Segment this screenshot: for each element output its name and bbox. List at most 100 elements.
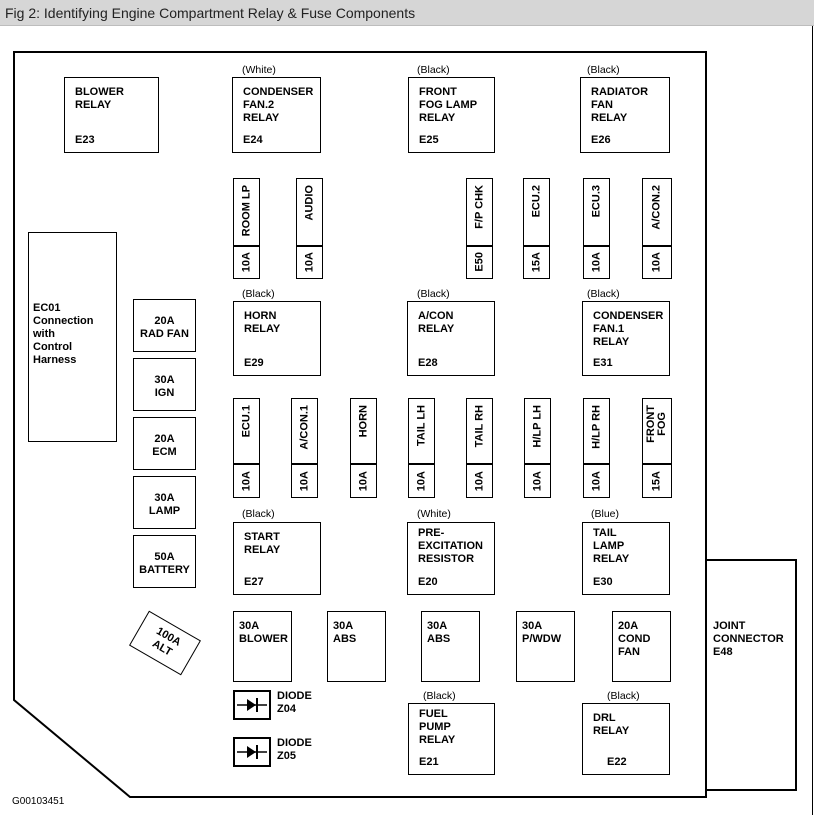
fuse-tail-rh[interactable]: TAIL RH 10A: [466, 398, 493, 498]
relay-front-fog-lamp[interactable]: FRONT FOG LAMP RELAY E25: [408, 77, 495, 153]
fuse-20a-cond-fan[interactable]: 20A COND FAN: [612, 611, 671, 682]
relay-start[interactable]: START RELAY E27: [233, 522, 321, 595]
relay-tail-lamp[interactable]: TAIL LAMP RELAY E30: [582, 522, 670, 595]
relay-label: TAIL LAMP RELAY: [593, 527, 630, 565]
fuse-amp: 10A: [240, 251, 252, 272]
fuse-divider: [467, 245, 492, 247]
fuse-amp: 10A: [531, 470, 543, 491]
relay-color-acon: (Black): [417, 288, 450, 300]
fuse-label: 30A BLOWER: [239, 620, 288, 645]
diode-z04[interactable]: DIODE Z04: [233, 690, 323, 722]
diode-icon: [233, 737, 271, 767]
relay-code: E21: [419, 756, 439, 768]
fuse-divider: [234, 463, 259, 465]
fuse-30a-blower[interactable]: 30A BLOWER: [233, 611, 292, 682]
fuse-name: TAIL LH: [415, 405, 427, 447]
fuse-name: AUDIO: [303, 185, 315, 221]
fuse-label: 20A COND FAN: [618, 620, 651, 658]
fuse-divider: [292, 463, 317, 465]
relay-code: E22: [607, 756, 627, 768]
fuse-name: TAIL RH: [473, 405, 485, 448]
fuse-name: ROOM LP: [240, 185, 252, 237]
relay-radiator-fan[interactable]: RADIATOR FAN RELAY E26: [580, 77, 670, 153]
relay-label: CONDENSER FAN.1 RELAY: [593, 310, 664, 348]
fuse-front-fog[interactable]: FRONT FOG 15A: [642, 398, 672, 498]
fuse-name: H/LP RH: [590, 405, 602, 449]
fuse-label: 30A ABS: [333, 620, 357, 645]
diode-label: DIODE Z04: [277, 690, 312, 715]
fuse-30a-ign[interactable]: 30A IGN: [133, 358, 196, 411]
fuse-ecu1[interactable]: ECU.1 10A: [233, 398, 260, 498]
relay-label: CONDENSER FAN.2 RELAY: [243, 86, 314, 124]
fuse-ecu3[interactable]: ECU.3 10A: [583, 178, 610, 279]
fuse-amp: 10A: [415, 470, 427, 491]
relay-condenser-fan1[interactable]: CONDENSER FAN.1 RELAY E31: [582, 301, 670, 376]
fuse-amp: 10A: [590, 470, 602, 491]
fuse-divider: [643, 245, 671, 247]
ec01-connection[interactable]: EC01 Connection with Control Harness: [28, 232, 117, 442]
relay-label: PRE- EXCITATION RESISTOR: [418, 527, 483, 565]
joint-connector-label: JOINT CONNECTOR E48: [713, 620, 784, 658]
fuse-divider: [584, 463, 609, 465]
fuse-30a-pwdw[interactable]: 30A P/WDW: [516, 611, 575, 682]
relay-code: E24: [243, 134, 263, 146]
fuse-30a-lamp[interactable]: 30A LAMP: [133, 476, 196, 529]
fuse-name: ECU.1: [240, 405, 252, 438]
fuse-amp: 10A: [650, 251, 663, 272]
relay-fuel-pump[interactable]: FUEL PUMP RELAY E21: [408, 703, 495, 775]
relay-color-drl: (Black): [607, 690, 640, 702]
fuse-acon2[interactable]: A/CON.2 10A: [642, 178, 672, 279]
fuse-20a-rad-fan[interactable]: 20A RAD FAN: [133, 299, 196, 352]
fuse-30a-abs-2[interactable]: 30A ABS: [421, 611, 480, 682]
diode-icon: [233, 690, 271, 720]
fuse-amp: 10A: [590, 251, 602, 272]
fuse-name: F/P CHK: [473, 185, 485, 229]
fuse-divider: [297, 245, 322, 247]
fuse-amp: 10A: [357, 470, 369, 491]
relay-code: E28: [418, 357, 438, 369]
fuse-name: HORN: [357, 405, 369, 438]
diode-z05[interactable]: DIODE Z05: [233, 737, 323, 769]
fuse-horn[interactable]: HORN 10A: [350, 398, 377, 498]
relay-condenser-fan2[interactable]: CONDENSER FAN.2 RELAY E24: [232, 77, 321, 153]
fuse-divider: [525, 463, 550, 465]
fuse-hlp-rh[interactable]: H/LP RH 10A: [583, 398, 610, 498]
relay-label: HORN RELAY: [244, 310, 281, 335]
fuse-20a-ecm[interactable]: 20A ECM: [133, 417, 196, 470]
relay-drl[interactable]: DRL RELAY E22: [582, 703, 670, 775]
fuse-fp-chk[interactable]: F/P CHK E50: [466, 178, 493, 279]
fuse-name: H/LP LH: [531, 405, 543, 448]
fuse-divider: [351, 463, 376, 465]
fuse-amp: 10A: [303, 251, 315, 272]
relay-label: DRL RELAY: [593, 712, 630, 737]
relay-label: FRONT FOG LAMP RELAY: [419, 86, 478, 124]
relay-code: E31: [593, 357, 613, 369]
fuse-room-lp[interactable]: ROOM LP 10A: [233, 178, 260, 279]
relay-horn[interactable]: HORN RELAY E29: [233, 301, 321, 376]
relay-code: E29: [244, 357, 264, 369]
relay-code: E27: [244, 576, 264, 588]
fuse-divider: [467, 463, 492, 465]
fuse-name: FRONT FOG: [645, 405, 668, 443]
fuse-ecu2[interactable]: ECU.2 15A: [523, 178, 550, 279]
fuse-acon1[interactable]: A/CON.1 10A: [291, 398, 318, 498]
relay-label: START RELAY: [244, 531, 281, 556]
fuse-audio[interactable]: AUDIO 10A: [296, 178, 323, 279]
relay-acon[interactable]: A/CON RELAY E28: [407, 301, 495, 376]
fuse-divider: [234, 245, 259, 247]
fuse-amp: 10A: [473, 470, 485, 491]
fuse-name: ECU.3: [590, 185, 602, 218]
fuse-name: A/CON.1: [298, 405, 310, 450]
fuse-50a-battery[interactable]: 50A BATTERY: [133, 535, 196, 588]
relay-blower[interactable]: BLOWER RELAY E23: [64, 77, 159, 153]
fuse-label: 30A IGN: [154, 374, 175, 399]
relay-color-radfan: (Black): [587, 64, 620, 76]
fuse-amp: 10A: [240, 470, 252, 491]
fuse-tail-lh[interactable]: TAIL LH 10A: [408, 398, 435, 498]
fuse-30a-abs-1[interactable]: 30A ABS: [327, 611, 386, 682]
fuse-divider: [409, 463, 434, 465]
fuse-hlp-lh[interactable]: H/LP LH 10A: [524, 398, 551, 498]
relay-color-condfan2: (White): [242, 64, 276, 76]
fuse-name: ECU.2: [530, 185, 542, 218]
relay-pre-excitation-resistor[interactable]: PRE- EXCITATION RESISTOR E20: [407, 522, 495, 595]
